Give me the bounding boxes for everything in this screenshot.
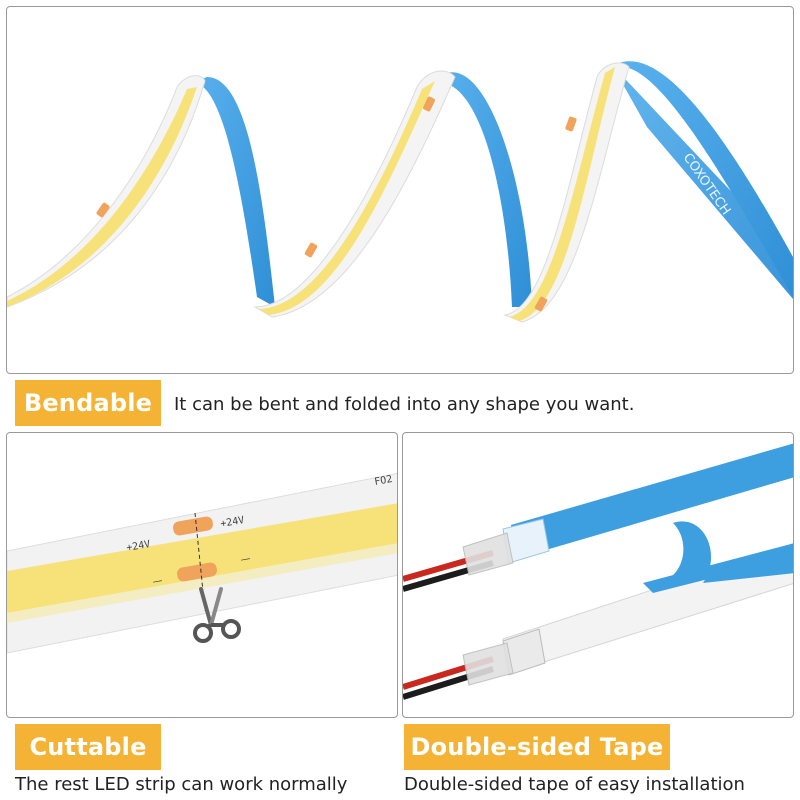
tape-back-segment-1 (185, 77, 275, 307)
cuttable-tag: Cuttable (15, 724, 161, 770)
double-sided-tag: Double-sided Tape (404, 724, 670, 770)
tape-strip-illustration (403, 443, 793, 700)
pad-label-right: +24V (220, 515, 246, 530)
bendable-photo-panel: COXOTECH (6, 6, 794, 374)
cut-pad-top (173, 516, 213, 536)
cut-pad-bottom (177, 562, 217, 582)
cut-strip-illustration: +24V +24V — — FO2 (7, 472, 397, 654)
tape-back-segment-2 (427, 72, 532, 307)
cuttable-description: The rest LED strip can work normally (15, 774, 348, 795)
bent-led-strip-illustration: COXOTECH (7, 61, 793, 323)
strip-face-1 (7, 75, 206, 308)
cuttable-photo-panel: +24V +24V — — FO2 (6, 432, 398, 718)
double-sided-description: Double-sided tape of easy installation (404, 774, 745, 795)
code-label: FO2 (374, 474, 394, 488)
tape-photo-panel (402, 432, 794, 718)
led-line-3 (509, 67, 615, 321)
led-line-2 (259, 81, 435, 315)
scissors-icon (193, 587, 241, 643)
bendable-tag: Bendable (15, 380, 161, 426)
upper-blue-tape (511, 443, 793, 559)
minus-left: — (152, 575, 164, 588)
cut-line (194, 512, 206, 612)
led-band (7, 503, 397, 613)
minus-right: — (240, 553, 252, 566)
bendable-description: It can be bent and folded into any shape… (174, 394, 635, 415)
peeled-backing (653, 521, 793, 583)
pad-label-left: +24V (126, 539, 152, 554)
